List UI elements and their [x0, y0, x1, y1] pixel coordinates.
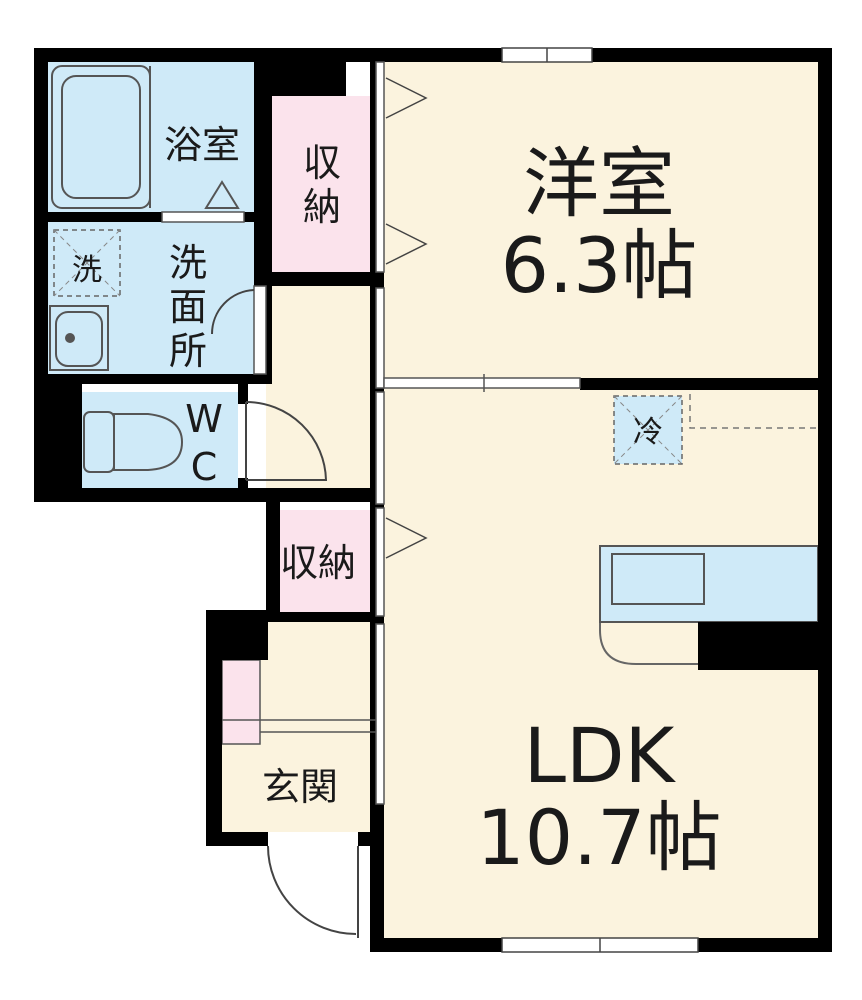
windows — [501, 47, 699, 953]
storage-upper-label-1: 収 — [303, 141, 341, 185]
toilet-door[interactable] — [245, 401, 328, 481]
washroom-label-2: 面 — [169, 285, 207, 329]
washroom-swing-door[interactable] — [210, 289, 255, 335]
toilet-bowl — [83, 411, 184, 473]
storage-middle-door[interactable] — [375, 507, 385, 617]
washroom-label-1: 洗 — [169, 241, 207, 285]
ldk-size: 10.7帖 — [476, 793, 721, 882]
entrance-label: 玄関 — [262, 765, 338, 809]
washroom-door[interactable] — [253, 285, 267, 375]
washbasin — [49, 305, 109, 371]
kitchen-sink — [611, 553, 705, 605]
storage-upper-door[interactable] — [375, 61, 385, 273]
western-ldk-door[interactable] — [383, 377, 581, 389]
toilet-label-c: C — [191, 445, 218, 489]
closet-markers — [385, 77, 428, 559]
western-room-size: 6.3帖 — [501, 221, 698, 310]
fridge-space: 冷 — [613, 395, 683, 465]
entrance-ldk-door[interactable] — [375, 623, 385, 805]
storage-middle-floor — [266, 510, 378, 612]
storage-middle-label: 収納 — [280, 541, 356, 585]
kitchen-counter — [599, 545, 819, 665]
room-labels: 洋室 6.3帖 LDK 10.7帖 浴室 洗 面 所 W C 収 納 収納 玄関 — [164, 123, 722, 882]
swing-doors — [210, 289, 359, 938]
hallway-floor — [266, 286, 378, 496]
counter-space-outline — [689, 394, 818, 429]
storage-upper-floor — [272, 96, 370, 272]
bath-label: 浴室 — [164, 123, 240, 167]
toilet-label-w: W — [185, 397, 223, 441]
western-room-name: 洋室 — [523, 139, 675, 228]
western-room-floor — [384, 62, 818, 378]
washroom-label-3: 所 — [169, 329, 207, 373]
fridge-label: 冷 — [633, 415, 663, 450]
bath-drain — [204, 180, 240, 209]
hall-to-western-door[interactable] — [375, 287, 385, 389]
front-door[interactable] — [267, 845, 357, 935]
hall-to-ldk-door[interactable] — [375, 391, 385, 505]
bathtub — [51, 65, 151, 209]
ldk-name: LDK — [524, 711, 677, 800]
storage-upper-label-2: 納 — [303, 185, 341, 229]
washer-label: 洗 — [72, 253, 102, 288]
washer-space: 洗 — [53, 229, 121, 297]
sliding-doors — [222, 61, 581, 805]
shoe-cabinet — [221, 659, 261, 745]
